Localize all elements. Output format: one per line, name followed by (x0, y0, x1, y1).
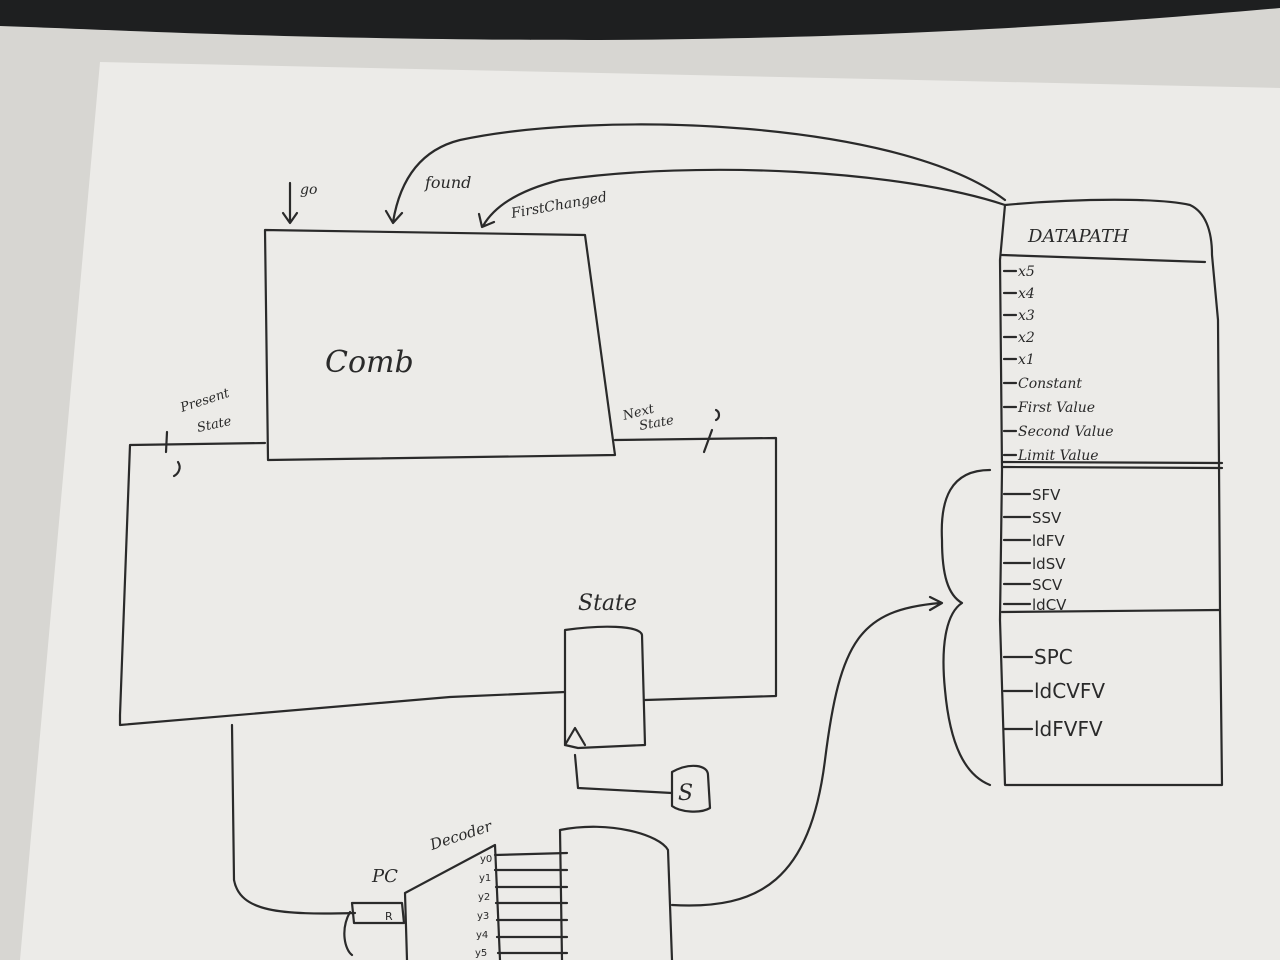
decoder-output-label: y1 (479, 873, 491, 884)
datapath-output-label: x3 (1018, 308, 1035, 324)
decoder-block (403, 843, 502, 960)
decoder-output-label: y4 (476, 930, 488, 941)
s-block-label: S (678, 781, 693, 806)
comb-block (263, 228, 617, 462)
datapath-output-label: Limit Value (1017, 448, 1099, 464)
found-label: found (424, 173, 471, 192)
go-arrow (281, 181, 299, 225)
found-arrow (384, 123, 1007, 225)
datapath-block (998, 198, 1224, 787)
datapath-outputs-divider (1000, 460, 1224, 470)
datapath-output-label: Constant (1018, 376, 1082, 392)
datapath-output-label: x1 (1018, 352, 1035, 368)
datapath-outputs: x5 x4 x3 x2 x1 Constant First Value Seco… (1002, 264, 1114, 464)
datapath-control-arrows-b (1002, 655, 1034, 731)
datapath-control-label: ldSV (1032, 555, 1066, 573)
datapath-control-label: SPC (1034, 645, 1073, 669)
decoder-output-label: y2 (478, 892, 490, 903)
go-label: go (300, 182, 317, 198)
next-state-label-2: State (638, 413, 675, 434)
state-register (563, 625, 647, 750)
datapath-controls-divider (1000, 608, 1222, 614)
datapath-output-label: x4 (1018, 286, 1035, 302)
pc-label: PC (371, 866, 398, 887)
comb-title: Comb (325, 345, 414, 380)
datapath-output-label: First Value (1017, 400, 1095, 416)
datapath-control-label: ldFV (1032, 532, 1065, 550)
datapath-control-brace (940, 468, 992, 787)
control-bus-wire (670, 595, 944, 907)
datapath-control-label: ldCV (1032, 596, 1067, 614)
pc-register (343, 901, 406, 957)
datapath-output-label: x2 (1018, 330, 1035, 346)
datapath-output-label: x5 (1018, 264, 1035, 280)
present-state-label-2: State (196, 414, 233, 436)
datapath-title-divider (1000, 253, 1207, 264)
datapath-control-label: SCV (1032, 576, 1063, 594)
state-register-label: State (578, 591, 637, 616)
or-gate (558, 825, 674, 960)
datapath-title: DATAPATH (1027, 226, 1129, 247)
state-register-clock (563, 726, 587, 747)
datapath-controls-a: SFV SSV ldFV ldSV SCV ldCV (1002, 486, 1067, 614)
datapath-control-label: SFV (1032, 486, 1061, 504)
pc-box-label: R (385, 910, 393, 923)
decoder-outputs: y0 y1 y2 y3 y4 y5 (475, 851, 569, 959)
paper-sheet (20, 62, 1280, 960)
datapath-control-label: ldFVFV (1034, 717, 1103, 741)
datapath-control-arrows-a (1002, 492, 1032, 606)
first-changed-arrow (477, 168, 1007, 229)
state-to-pc-wire (230, 723, 357, 915)
datapath-control-label: ldCVFV (1034, 679, 1105, 703)
state-feedback-loop (118, 436, 778, 727)
decoder-output-label: y0 (480, 854, 492, 865)
next-state-bus-mark (702, 408, 721, 454)
s-wire (573, 753, 674, 795)
datapath-control-label: SSV (1032, 509, 1062, 527)
decoder-output-label: y5 (475, 948, 487, 959)
decoder-output-wires (493, 851, 569, 955)
present-state-bus-mark (164, 430, 181, 478)
datapath-controls-b: SPC ldCVFV ldFVFV (1002, 645, 1105, 741)
datapath-output-label: Second Value (1018, 424, 1114, 440)
decoder-output-label: y3 (477, 911, 489, 922)
desk-edge (0, 0, 1280, 40)
s-block (670, 764, 712, 813)
datapath-output-arrows (1002, 269, 1018, 457)
